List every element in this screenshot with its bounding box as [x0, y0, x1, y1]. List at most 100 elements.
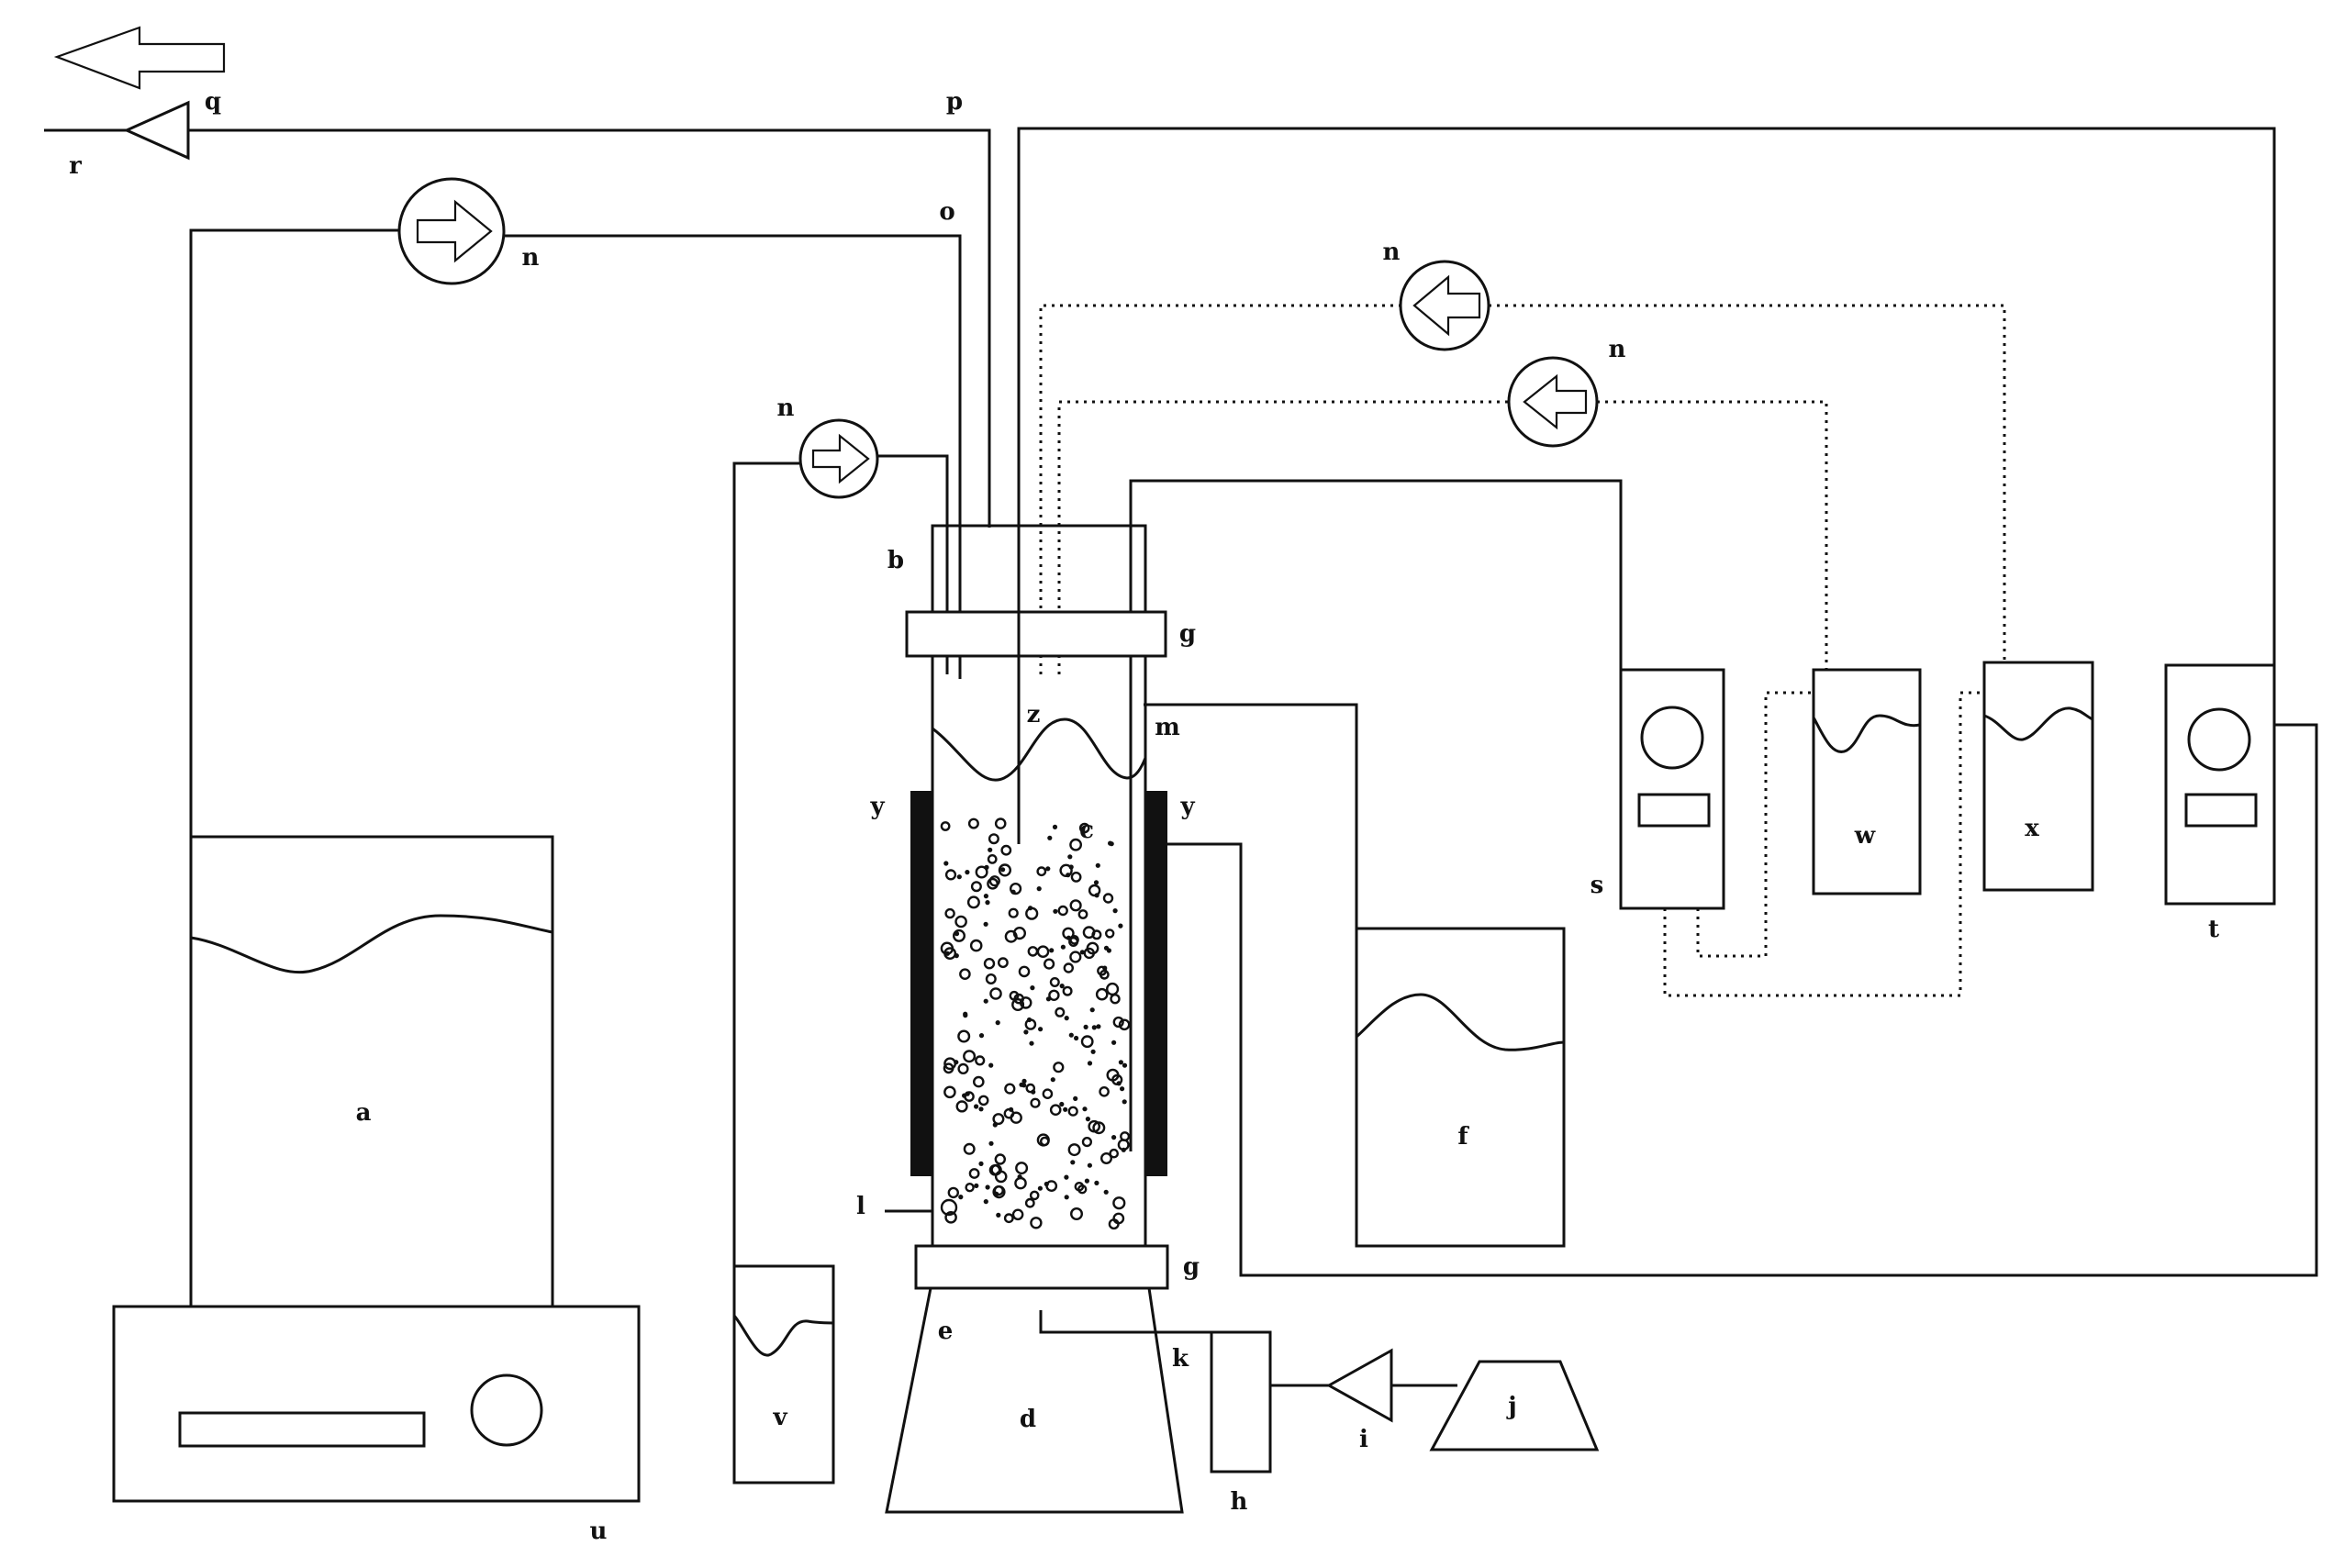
bubble [965, 870, 970, 875]
bubble [969, 939, 983, 952]
bubble [1038, 1027, 1044, 1032]
heating-jacket-left [910, 791, 932, 1176]
bubble [1049, 948, 1055, 953]
bubble [1049, 976, 1060, 987]
bubble [947, 1186, 960, 1199]
controller-t [2164, 663, 2276, 906]
bubble [985, 900, 990, 906]
bubble [1112, 1196, 1126, 1210]
bubble [1094, 1180, 1099, 1185]
bubble [1060, 944, 1066, 950]
vessel-f [1355, 927, 1566, 1248]
bubble [1118, 923, 1123, 929]
label-k: k [1172, 1345, 1189, 1373]
air-inlet-line [1039, 1310, 1211, 1334]
label-u: u [590, 1518, 608, 1545]
bubble [1045, 866, 1051, 872]
heating-line [1167, 723, 2318, 1277]
dotted-s-w-line [1696, 691, 1814, 958]
bubble [1030, 1097, 1041, 1108]
bubble [1087, 1162, 1092, 1168]
bubble [1112, 1212, 1125, 1225]
bubble [1111, 1073, 1123, 1086]
bubble [1062, 927, 1075, 940]
bubble [1049, 1104, 1062, 1116]
vessel-v [732, 1264, 835, 1485]
bubble [943, 861, 949, 866]
bubble [1030, 1217, 1043, 1229]
bubble [1036, 866, 1047, 877]
bubble [1073, 1095, 1078, 1101]
bubble [1069, 1207, 1083, 1220]
bubble [956, 874, 962, 880]
bubble [1064, 1195, 1069, 1200]
flange-bottom [914, 1244, 1169, 1290]
controller-t-feed-line [1017, 127, 2276, 668]
label-f: f [1457, 1123, 1469, 1151]
bubble [1093, 880, 1099, 885]
bubble [1045, 996, 1051, 1002]
bubble [988, 847, 993, 852]
bubble [1067, 854, 1073, 860]
pump-middle-left-icon [798, 418, 879, 499]
bubble [1102, 893, 1114, 904]
bubble [1067, 1143, 1081, 1157]
label-j: j [1506, 1393, 1516, 1420]
bubble [1027, 946, 1039, 957]
bubble [1015, 1162, 1029, 1175]
label-w: w [1854, 822, 1876, 850]
label-y-left: y [869, 793, 885, 820]
bubble [1084, 1178, 1089, 1184]
bubble [1103, 1189, 1109, 1195]
bubble [978, 1161, 984, 1166]
bubble [1064, 1016, 1069, 1021]
bubble [1014, 1176, 1027, 1190]
bubble [959, 968, 971, 980]
bubble [1074, 1182, 1085, 1192]
compressor-j [1429, 1360, 1600, 1451]
feed-line-v [732, 418, 949, 1266]
bubble [994, 817, 1007, 829]
bubble [978, 1033, 985, 1039]
bubble [1077, 909, 1088, 919]
bubble [974, 1183, 979, 1188]
bubble [1104, 929, 1115, 939]
bubble [970, 881, 982, 893]
bubble [1109, 1148, 1119, 1159]
bubble [1036, 945, 1050, 958]
bubble [1112, 908, 1118, 914]
controller-s [1619, 668, 1725, 910]
label-r: r [69, 152, 82, 180]
bubble [985, 973, 997, 984]
label-i: i [1359, 1426, 1368, 1453]
bubble [1089, 1007, 1095, 1013]
dotted-x-line [1039, 260, 2006, 674]
dotted-s-x-line [1663, 691, 1984, 997]
label-n-top-left: n [522, 244, 540, 272]
bubble [983, 1199, 988, 1205]
bubble [975, 865, 988, 879]
bubble [1067, 1106, 1078, 1117]
bubble [1083, 1024, 1088, 1029]
valve-i-icon [1325, 1348, 1393, 1423]
bubble [943, 1085, 956, 1099]
bubble [1118, 1060, 1123, 1065]
bubble [1087, 1061, 1093, 1066]
bubble [1059, 984, 1065, 989]
stirrer-u [112, 1305, 641, 1503]
bubble [973, 1075, 985, 1088]
bubble [1122, 1099, 1127, 1105]
bubble [1036, 1133, 1050, 1147]
bubble [1118, 1018, 1131, 1031]
bubble [965, 1091, 970, 1096]
bubble [975, 1055, 986, 1066]
pump-lower-right-icon [1507, 356, 1599, 448]
bubble [1070, 872, 1082, 883]
bubble [1029, 1190, 1040, 1201]
label-s: s [1591, 872, 1604, 899]
pump-top-left-icon [397, 177, 506, 285]
bubble [1080, 1035, 1094, 1049]
bubble [1021, 1078, 1027, 1084]
bubble [965, 1182, 975, 1193]
bubble [1091, 1025, 1097, 1030]
